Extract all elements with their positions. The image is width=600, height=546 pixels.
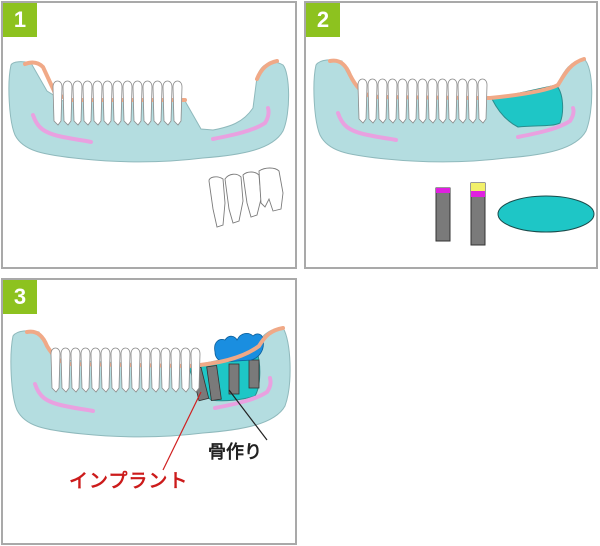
tooth	[70, 347, 81, 393]
tooth	[172, 80, 183, 126]
jaw-bone-graft-illustration	[313, 57, 595, 246]
step-2-panel: 2	[304, 1, 598, 269]
tooth	[477, 78, 488, 124]
remaining-teeth	[50, 347, 201, 393]
tooth	[150, 347, 161, 393]
tooth	[140, 347, 151, 393]
nerve-canal-left	[31, 113, 93, 144]
gum-line	[328, 57, 586, 101]
nerve-canal-left	[33, 382, 95, 413]
tooth	[130, 347, 141, 393]
tooth	[62, 80, 73, 126]
tooth	[407, 78, 418, 124]
tooth	[180, 347, 191, 393]
tooth	[397, 78, 408, 124]
tooth	[152, 80, 163, 126]
step-1-panel: 1	[1, 1, 297, 269]
step-3-panel: 3 骨作り インプラント	[1, 278, 297, 545]
bone-graft-block	[497, 195, 595, 233]
nerve-canal-right	[211, 106, 271, 141]
nerve-canal-right	[213, 376, 273, 410]
tooth	[162, 80, 173, 126]
implant-pointer-line	[162, 391, 202, 471]
tooth	[122, 80, 133, 126]
tooth	[80, 347, 91, 393]
implant-fixture-short	[435, 187, 451, 242]
bone-building-label: 骨作り	[208, 442, 262, 463]
tooth	[92, 80, 103, 126]
implant-fixture-with-abutment	[470, 182, 486, 246]
bone-pointer-line	[228, 389, 268, 441]
tooth	[367, 78, 378, 124]
tooth	[132, 80, 143, 126]
remaining-teeth	[357, 78, 488, 124]
tooth	[52, 80, 63, 126]
tooth	[457, 78, 468, 124]
tooth	[110, 347, 121, 393]
tooth	[112, 80, 123, 126]
step-number-badge: 1	[3, 3, 37, 37]
tooth	[377, 78, 388, 124]
tooth	[120, 347, 131, 393]
step-number-badge: 3	[3, 280, 37, 314]
tooth	[90, 347, 101, 393]
tooth	[190, 347, 201, 393]
nerve-canal-left	[336, 111, 398, 142]
jaw-implant-placed-illustration	[10, 326, 291, 471]
tooth	[437, 78, 448, 124]
tooth	[447, 78, 458, 124]
tooth	[100, 347, 111, 393]
tooth	[142, 80, 153, 126]
tooth	[427, 78, 438, 124]
tooth	[60, 347, 71, 393]
tooth	[160, 347, 171, 393]
tooth	[50, 347, 61, 393]
gum-line-right	[255, 59, 279, 81]
tooth	[387, 78, 398, 124]
tooth	[102, 80, 113, 126]
implant-label: インプラント	[69, 470, 189, 492]
step-number-badge: 2	[306, 3, 340, 37]
tooth	[72, 80, 83, 126]
tooth	[417, 78, 428, 124]
tooth	[467, 78, 478, 124]
tooth	[82, 80, 93, 126]
tooth	[357, 78, 368, 124]
extracted-teeth	[208, 167, 284, 228]
nerve-canal-right	[516, 106, 576, 139]
tooth	[170, 347, 181, 393]
jaw-missing-teeth-illustration	[8, 59, 290, 228]
remaining-teeth	[52, 80, 183, 126]
